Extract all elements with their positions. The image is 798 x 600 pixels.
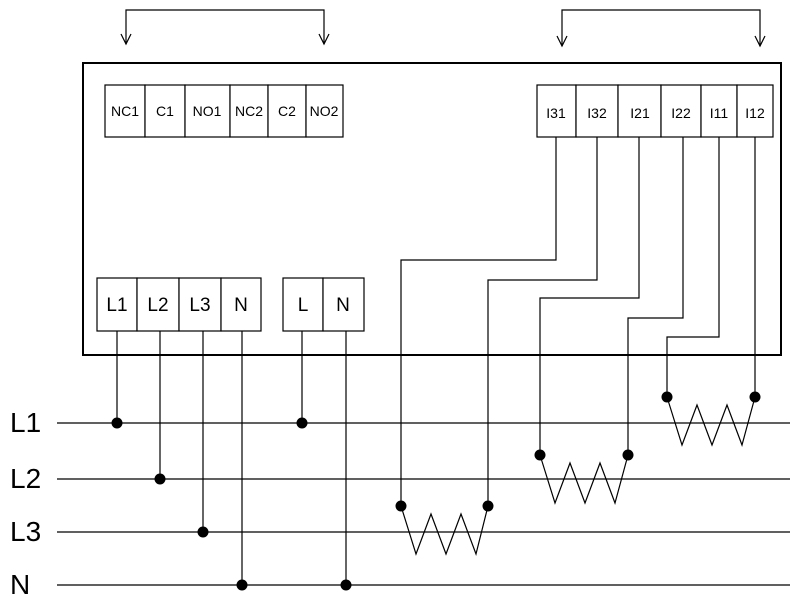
relay-terminal-block: NC1 C1 NO1 NC2 C2 NO2 [104, 84, 344, 138]
ct-wires [400, 137, 756, 506]
relay-terminal-c1: C1 [156, 103, 174, 119]
bus-label-l2: L2 [10, 463, 41, 494]
supply-terminal-n: N [336, 295, 350, 316]
junction-dots [111, 417, 352, 591]
bus-label-l1: L1 [10, 407, 41, 438]
device-enclosure [82, 62, 782, 356]
ct-terminal-i31: I31 [546, 105, 566, 121]
voltage-terminal-block: L1 L2 L3 N [96, 277, 262, 332]
relay-terminal-c2: C2 [278, 103, 296, 119]
current-transformer-l2 [534, 449, 634, 505]
ct-arrow-connector [556, 9, 766, 48]
ct-terminal-i32: I32 [587, 105, 607, 121]
current-transformer-l3 [395, 500, 494, 557]
ct-terminal-i22: I22 [671, 105, 691, 121]
supply-terminal-l: L [298, 295, 309, 316]
ct-terminal-i11: I11 [710, 105, 729, 121]
supply-terminal-block: L N [282, 277, 365, 332]
voltage-terminal-l2: L2 [147, 295, 168, 316]
bus-label-n: N [10, 569, 30, 600]
ct-terminal-i12: I12 [745, 105, 765, 121]
bus-lines: L1 L2 L3 N [10, 407, 790, 600]
voltage-terminal-l1: L1 [106, 295, 127, 316]
relay-terminal-no1: NO1 [193, 103, 222, 119]
voltage-wires [116, 331, 347, 585]
voltage-terminal-l3: L3 [189, 295, 210, 316]
bus-label-l3: L3 [10, 516, 41, 547]
ct-terminal-block: I31 I32 I21 I22 I11 I12 [536, 84, 774, 138]
current-transformer-l1 [661, 391, 761, 447]
relay-terminal-nc1: NC1 [111, 103, 139, 119]
relay-arrow-connector [120, 9, 330, 46]
voltage-terminal-n: N [234, 295, 248, 316]
relay-terminal-no2: NO2 [310, 103, 339, 119]
relay-terminal-nc2: NC2 [235, 103, 263, 119]
ct-terminal-i21: I21 [630, 105, 650, 121]
